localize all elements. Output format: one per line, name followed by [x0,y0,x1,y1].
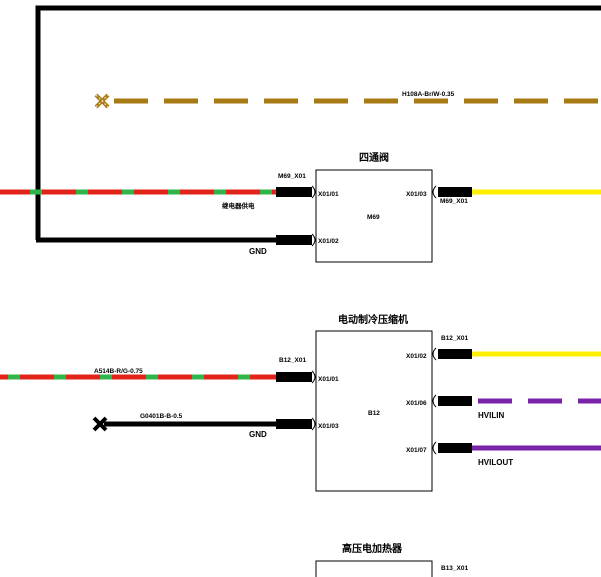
b13-connector-right-label: B13_X01 [441,565,468,572]
x-terminal-icon [92,416,108,432]
m69-title: 四通阀 [359,151,389,164]
m69-id: M69 [367,214,380,221]
b12-connector-pin6 [438,396,472,406]
b12-box [315,330,433,492]
m69-connector-pin3 [438,187,472,197]
b12-pin-x01-02: X01/02 [406,353,427,360]
b12-connector-pin1 [276,372,312,382]
x-terminal-icon [94,93,110,109]
b12-connector-pin3 [276,419,312,429]
h108a-wire-label: H108A-Br/W-0.35 [402,91,455,98]
b12-connector-left-label: B12_X01 [279,357,306,364]
g0401b-wire-label: G0401B-B-0.5 [140,413,183,420]
b12-connector-right-label: B12_X01 [441,335,468,342]
b12-pin-x01-06: X01/06 [406,400,427,407]
b12-id: B12 [368,410,380,417]
b13-box [315,560,433,577]
b13-title: 高压电加热器 [342,542,403,555]
b12-connector-pin7 [438,443,472,453]
hvilin-label: HVILIN [478,411,504,420]
m69-box [315,169,433,263]
b12-connector-pin2 [438,349,472,359]
m69-pin-x01-01: X01/01 [318,191,339,198]
m69-connector-pin2 [276,235,312,245]
m69-connector-pin1 [276,187,312,197]
frame-wire [35,5,601,240]
hvilout-label: HVILOUT [478,458,513,467]
relay-wire-label: 继电器供电 [222,201,255,210]
m69-connector-right-label: M69_X01 [440,198,468,205]
b12-pin-x01-07: X01/07 [406,447,427,454]
m69-connector-label: M69_X01 [278,173,306,180]
m69-pin-x01-02: X01/02 [318,238,339,245]
b12-pin-x01-03: X01/03 [318,423,339,430]
a514b-wire-label: A514B-R/G-0.75 [94,368,143,375]
b12-title: 电动制冷压缩机 [338,313,408,326]
m69-pin-x01-03: X01/03 [406,191,427,198]
b12-pin-x01-01: X01/01 [318,376,339,383]
m69-gnd-label: GND [249,247,267,256]
b12-gnd-label: GND [249,430,267,439]
